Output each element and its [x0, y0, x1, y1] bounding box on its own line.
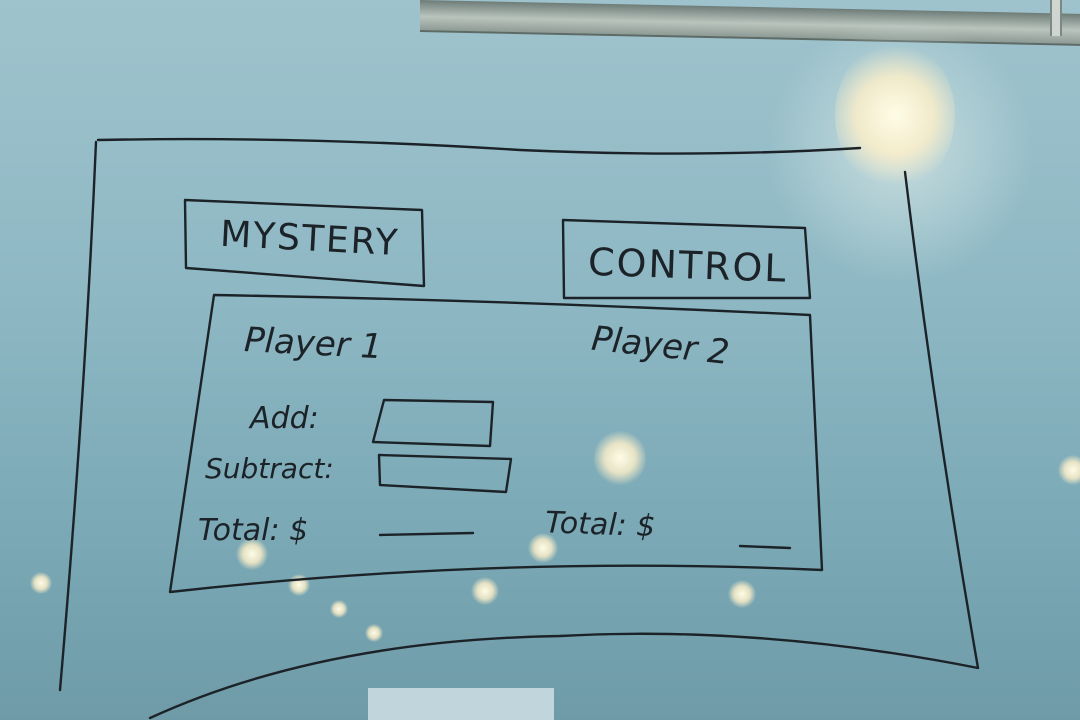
add-input[interactable] — [371, 398, 495, 448]
control-box — [561, 218, 812, 300]
add-label: Add: — [248, 401, 319, 436]
control-label: CONTROL — [587, 240, 788, 291]
player-1-total-blank — [378, 531, 475, 537]
mystery-label: MYSTERY — [219, 214, 400, 264]
subtract-input[interactable] — [377, 453, 513, 494]
player-panel — [168, 293, 824, 594]
player-2-section: Player 2 Total: $ — [545, 319, 792, 550]
player-2-heading: Player 2 — [590, 319, 732, 373]
player-1-section: Player 1 Add: Subtract: Total: $ — [198, 320, 513, 548]
subtract-label: Subtract: — [205, 452, 334, 485]
player-2-total-blank — [738, 544, 792, 550]
control-button[interactable]: CONTROL — [561, 218, 812, 300]
player-1-heading: Player 1 — [243, 320, 383, 367]
whiteboard-frame-post — [1050, 0, 1062, 36]
mystery-box — [183, 198, 426, 288]
player-1-total-label: Total: $ — [198, 513, 308, 548]
window-reflection — [368, 688, 554, 720]
player-2-total-label: Total: $ — [545, 505, 656, 544]
screen-outline — [58, 137, 980, 720]
mystery-button[interactable]: MYSTERY — [183, 198, 426, 288]
